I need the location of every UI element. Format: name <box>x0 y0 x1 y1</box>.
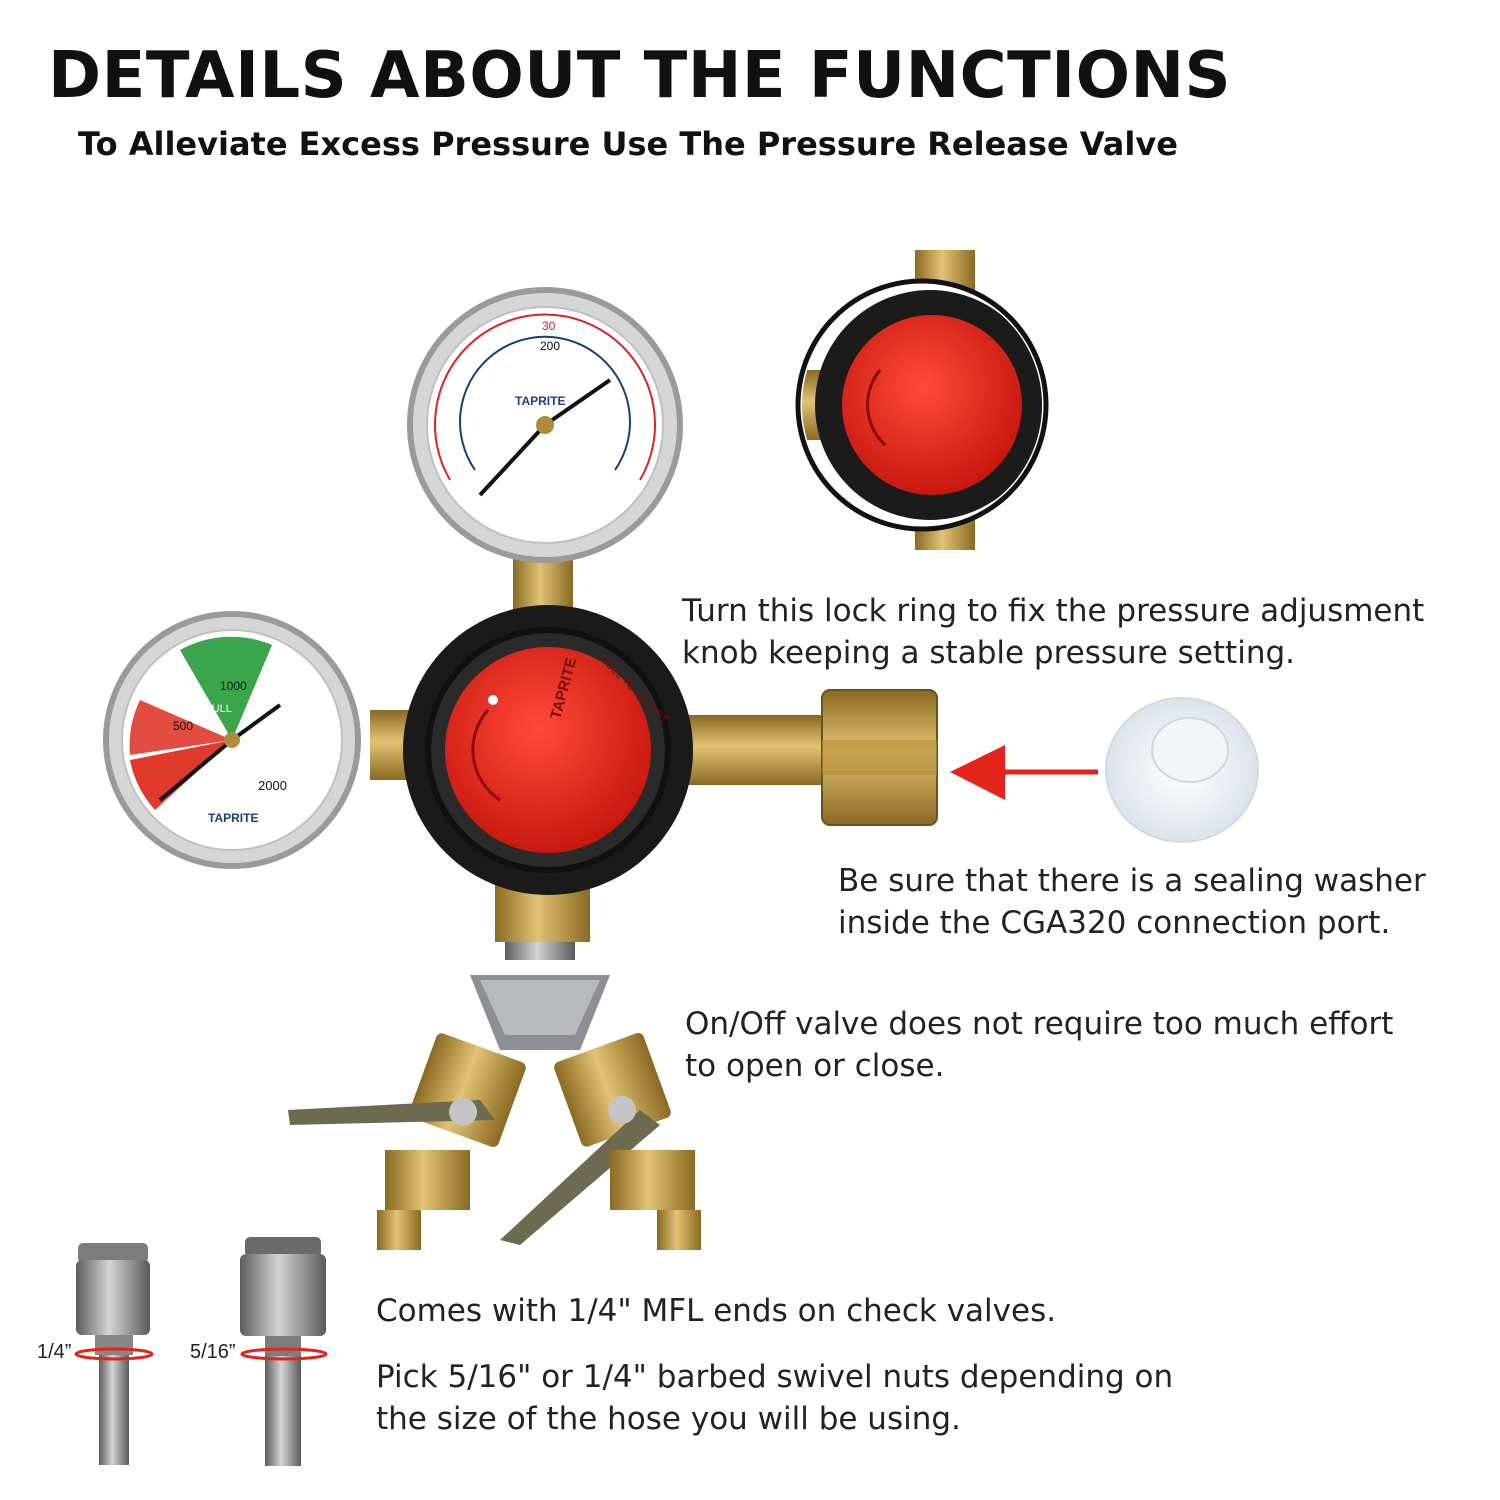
low-gauge-kpa-200: 200 <box>540 339 560 353</box>
right-on-off-valve <box>500 1032 701 1250</box>
mfl-note: Comes with 1/4" MFL ends on check valves… <box>376 1293 1057 1329</box>
arrow-to-port-icon <box>950 745 1098 800</box>
lock-ring-closeup <box>795 250 1049 550</box>
low-gauge-brand: TAPRITE <box>515 394 565 408</box>
swivel-note: Pick 5/16" or 1/4" barbed swivel nuts de… <box>376 1356 1173 1440</box>
swivel-note-line-1: Pick 5/16" or 1/4" barbed swivel nuts de… <box>376 1359 1174 1395</box>
sealing-washer <box>1105 697 1259 843</box>
size-label-quarter: 1/4” <box>37 1341 72 1363</box>
swivel-note-line-2: the size of the hose you will be using. <box>376 1401 961 1437</box>
page-subtitle: To Alleviate Excess Pressure Use The Pre… <box>78 125 1178 163</box>
washer-note: Be sure that there is a sealing washer i… <box>838 860 1426 944</box>
page-title: DETAILS ABOUT THE FUNCTIONS <box>48 39 1232 113</box>
cga320-nut <box>821 689 938 826</box>
valve-note-line-2: to open or close. <box>685 1048 945 1084</box>
swivel-nut-quarter-inch <box>74 1243 154 1465</box>
lock-ring-note: Turn this lock ring to fix the pressure … <box>682 590 1424 674</box>
left-on-off-valve <box>288 1033 526 1250</box>
washer-note-line-2: inside the CGA320 connection port. <box>838 905 1391 941</box>
gauge-red-zone <box>129 700 232 755</box>
high-pressure-gauge <box>103 611 361 869</box>
high-gauge-full: FULL <box>205 703 232 715</box>
size-label-five-sixteenths: 5/16” <box>190 1341 236 1363</box>
swivel-nut-five-sixteenths <box>240 1237 328 1466</box>
main-adjust-knob <box>403 605 693 895</box>
high-gauge-2000: 2000 <box>258 778 287 793</box>
valve-note: On/Off valve does not require too much e… <box>685 1003 1393 1087</box>
low-gauge-psi-30: 30 <box>542 319 556 333</box>
valve-note-line-1: On/Off valve does not require too much e… <box>685 1006 1394 1042</box>
lock-ring-note-line-1: Turn this lock ring to fix the pressure … <box>682 593 1425 629</box>
washer-note-line-1: Be sure that there is a sealing washer <box>838 863 1426 899</box>
gauge-red-zone-2 <box>130 740 232 810</box>
high-gauge-500: 500 <box>173 719 193 733</box>
high-gauge-brand: TAPRITE <box>208 811 258 825</box>
low-pressure-gauge <box>407 287 683 563</box>
lock-ring-note-line-2: knob keeping a stable pressure setting. <box>682 635 1296 671</box>
brass-arm-right <box>665 715 835 785</box>
manifold-body <box>470 942 610 1050</box>
high-gauge-1000: 1000 <box>220 679 247 693</box>
gauge-green-zone <box>180 636 272 740</box>
